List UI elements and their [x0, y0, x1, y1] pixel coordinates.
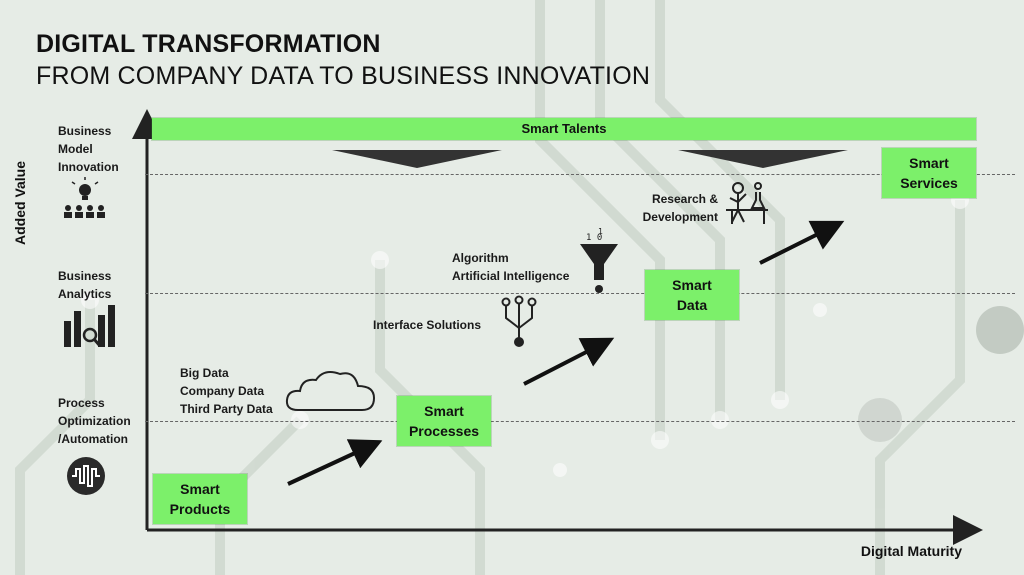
cloud-icon [285, 371, 376, 411]
bar-chart-magnifier-icon [64, 305, 115, 347]
scientist-lab-icon [726, 182, 768, 224]
branch-connector-icon [501, 295, 537, 347]
signal-wave-icon [67, 457, 105, 495]
data-funnel-icon: 1 0 1 [580, 227, 618, 293]
page-subtitle: FROM COMPANY DATA TO BUSINESS INNOVATION [36, 62, 651, 90]
svg-text:1 0: 1 0 [586, 233, 602, 243]
x-axis-label: Digital Maturity [860, 543, 962, 559]
svg-text:1: 1 [598, 227, 603, 236]
page-title: DIGITAL TRANSFORMATION [36, 30, 381, 58]
research-development-label: Research &Development [642, 192, 718, 224]
level-line-middle [145, 293, 1015, 294]
level-line-top [145, 174, 1015, 175]
interface-solutions-label: Interface Solutions [373, 318, 482, 332]
lightbulb-team-icon [64, 177, 105, 218]
smart-talents-banner: Smart Talents [152, 118, 976, 140]
level-line-bottom [145, 421, 1015, 422]
